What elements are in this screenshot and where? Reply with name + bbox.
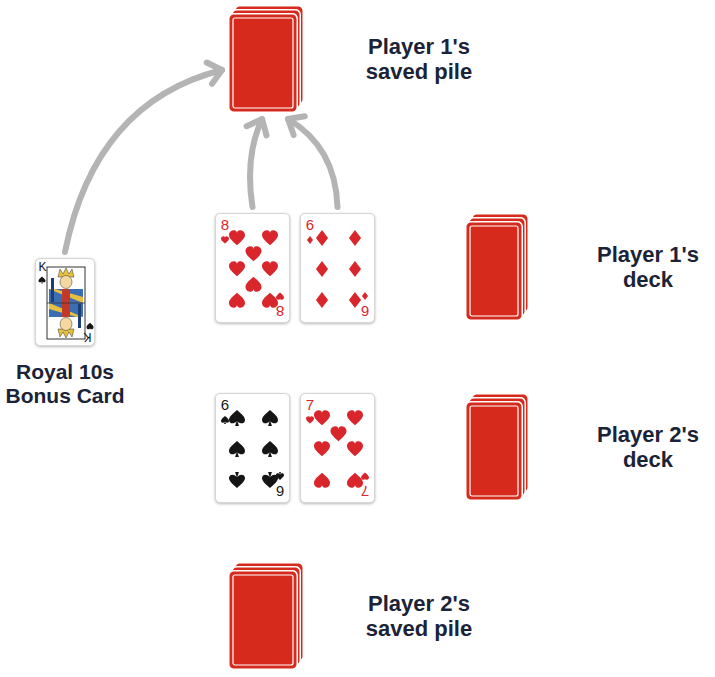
pile-label: Player 2's saved pile [354,591,484,642]
bonus-card: KKRoyal 10s Bonus Card [3,258,127,408]
pile-label: Player 2's deck [581,422,715,473]
card-label: Royal 10s Bonus Card [3,360,127,408]
card-stack [465,213,529,321]
arrow-connector [288,116,338,207]
playing-card: 66 [215,393,290,503]
card-pile: Player 2's saved pile [228,562,484,670]
card-rank: 7 [303,397,317,412]
card-rank: 6 [303,217,317,232]
pile-label: Player 1's saved pile [354,34,484,85]
card-rank: 6 [273,484,287,499]
arrow-connector [247,119,267,207]
card-rank: K [37,261,48,273]
card-pile: Player 1's deck [465,213,715,321]
card-rank: 8 [273,304,287,319]
card-rank: 7 [358,484,372,499]
arrow-connector [65,63,222,252]
card-rank: 8 [218,217,232,232]
playing-card: 66 [300,213,375,323]
pile-label: Player 1's deck [581,242,715,293]
card-rank: 6 [218,397,232,412]
card-rank: K [82,331,93,343]
king-card: KK [35,258,95,346]
card-stack [228,562,304,670]
card-pile: Player 1's saved pile [228,5,484,113]
card-stack [228,5,304,113]
card-stack [465,393,529,501]
playing-card: 77 [300,393,375,503]
card-rank: 6 [358,304,372,319]
card-pile: Player 2's deck [465,393,715,501]
playing-card: 88 [215,213,290,323]
